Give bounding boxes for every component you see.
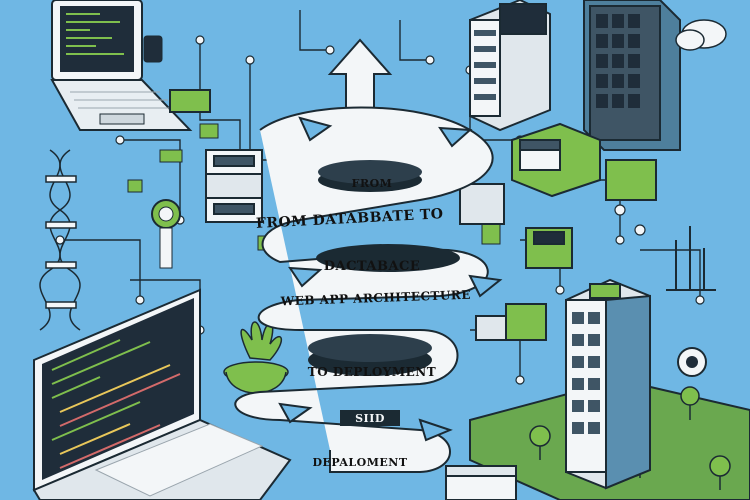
label-deployment: DEPALOMENT	[312, 456, 407, 469]
label-from: FROM	[352, 177, 393, 190]
cloud-icon	[675, 19, 727, 51]
small-building	[445, 465, 517, 500]
ribbon-arrows	[278, 116, 503, 442]
green-cubes	[459, 159, 657, 225]
up-arrow-icon	[327, 38, 393, 111]
office-building-top	[583, 0, 681, 151]
process-ribbon	[234, 38, 494, 473]
trees	[529, 386, 731, 490]
dna-helix-icon	[39, 149, 81, 331]
label-web-app: WEB APP ARCHITECTURE	[279, 288, 471, 309]
satellite-dish-icon	[677, 347, 707, 377]
mobile-device	[143, 35, 163, 63]
bar-chart-icon	[666, 226, 716, 291]
label-dactabace: DACTABACE	[324, 259, 421, 274]
label-siid: SIID	[355, 412, 385, 425]
top-laptop	[50, 0, 193, 131]
ring-bands	[308, 160, 460, 426]
server-stack-left	[205, 149, 263, 223]
sql-box	[525, 227, 573, 269]
server-cubes-mid	[475, 303, 547, 341]
server-tower-top	[469, 0, 551, 132]
potted-plant	[223, 321, 289, 394]
magnifier-icon	[151, 199, 181, 269]
data-center-green	[511, 122, 601, 198]
code-laptop	[32, 288, 292, 500]
label-to-deployment: TO DEPLOYMENT	[308, 365, 436, 379]
office-building-bottom	[565, 278, 651, 490]
